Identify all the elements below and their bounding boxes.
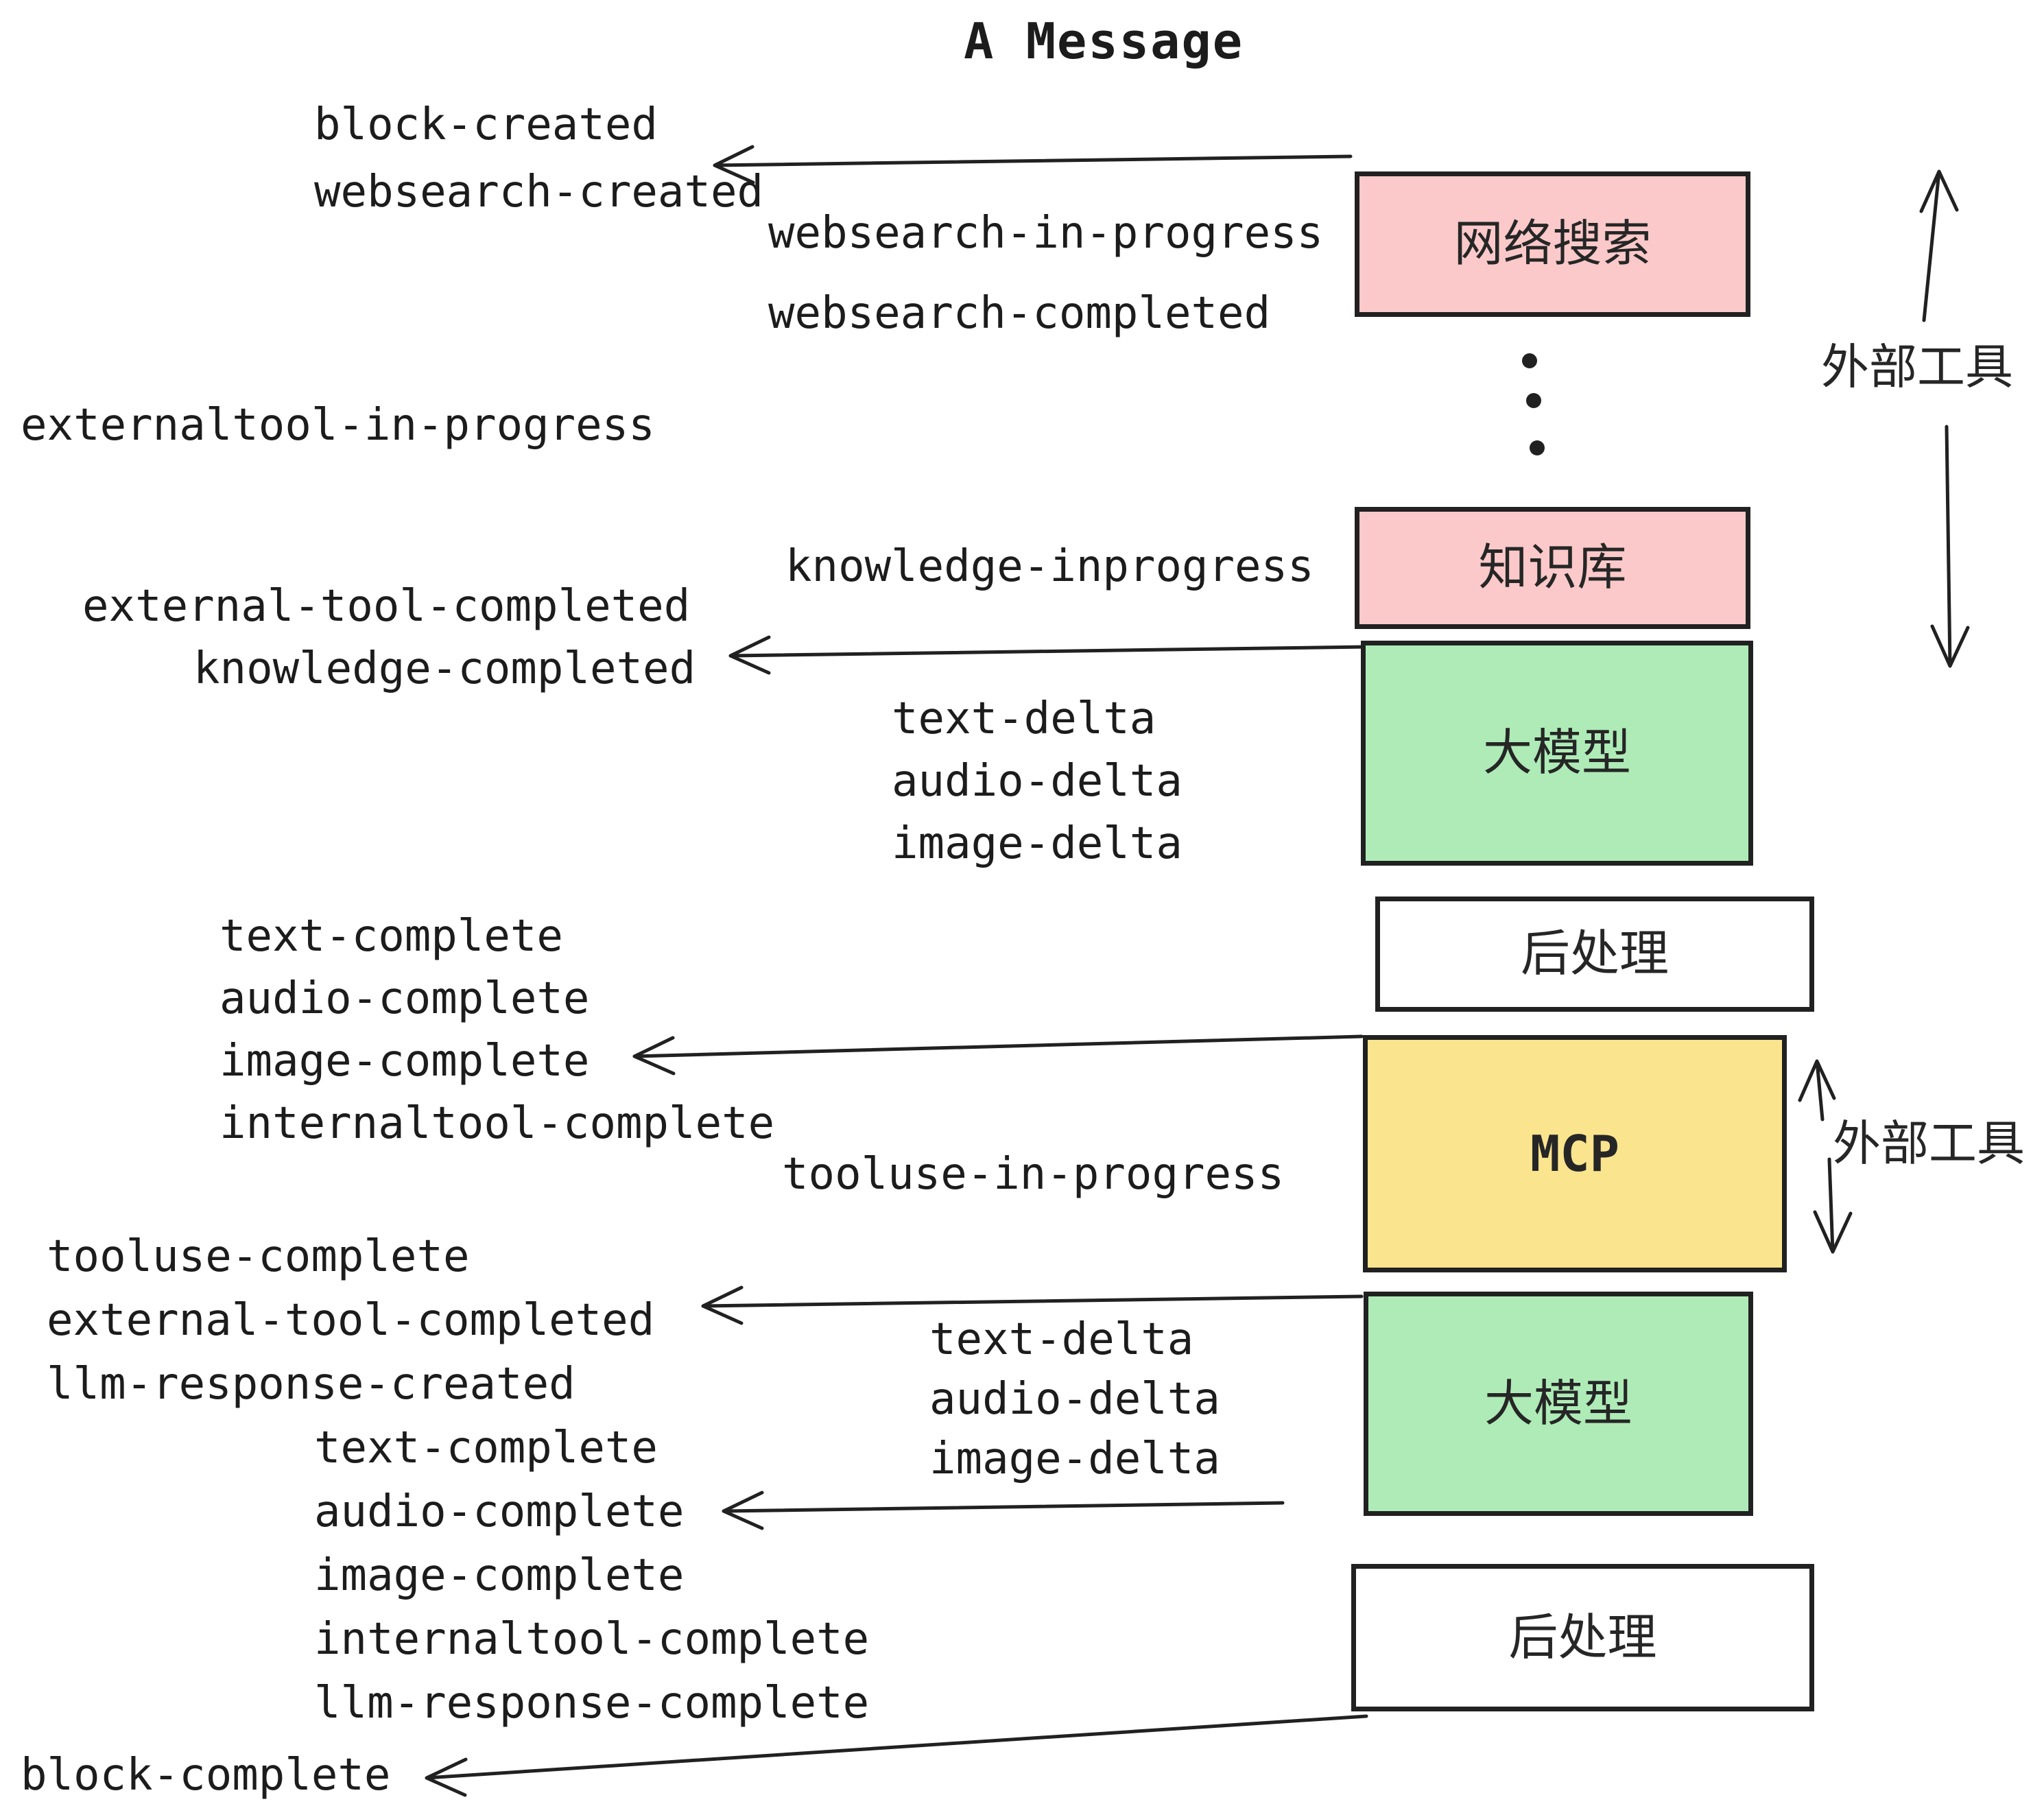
event-websearch-created: websearch-created	[314, 167, 764, 217]
box-mcp: MCP	[1363, 1035, 1787, 1272]
event-knowledge-completed: knowledge-completed	[193, 643, 696, 694]
event-audio-delta-2: audio-delta	[929, 1374, 1220, 1425]
event-text-delta-1: text-delta	[892, 693, 1156, 744]
arrow-tooluse-return	[701, 1285, 1364, 1325]
box-postprocess-1: 后处理	[1375, 897, 1814, 1012]
event-llm-response-created: llm-response-created	[47, 1359, 575, 1410]
box-llm-1: 大模型	[1361, 641, 1753, 866]
event-tooluse-in-progress: tooluse-in-progress	[782, 1149, 1285, 1200]
arrow-internaltool-return	[632, 1034, 1364, 1076]
event-internaltool-complete-2: internaltool-complete	[314, 1614, 870, 1665]
box-llm-1-label: 大模型	[1482, 726, 1631, 781]
box-llm-2: 大模型	[1364, 1292, 1753, 1516]
event-text-complete-2: text-complete	[314, 1423, 658, 1473]
external-tools-label-mcp: 外部工具	[1833, 1117, 2025, 1170]
event-websearch-in-progress: websearch-in-progress	[768, 208, 1324, 259]
mcp-external-down-arrow	[1813, 1157, 1853, 1254]
event-image-delta-1: image-delta	[892, 818, 1183, 869]
event-llm-response-complete: llm-response-complete	[314, 1678, 870, 1729]
external-tools-up-arrow	[1919, 169, 1959, 322]
arrow-websearch-return	[713, 145, 1353, 185]
event-image-delta-2: image-delta	[929, 1434, 1220, 1484]
arrow-block-complete	[425, 1714, 1368, 1797]
external-tools-down-arrow	[1930, 425, 1970, 668]
ellipsis-dots	[1522, 353, 1545, 455]
event-block-created: block-created	[314, 99, 658, 150]
event-block-complete: block-complete	[21, 1750, 391, 1801]
event-audio-delta-1: audio-delta	[892, 756, 1183, 807]
event-audio-complete-1: audio-complete	[219, 973, 590, 1024]
event-external-tool-completed-2: external-tool-completed	[47, 1295, 655, 1346]
event-image-complete-2: image-complete	[314, 1550, 685, 1601]
event-text-complete-1: text-complete	[219, 911, 563, 962]
event-external-tool-completed-1: external-tool-completed	[82, 581, 691, 632]
diagram-title: A Message	[964, 12, 1244, 70]
mcp-external-up-arrow	[1798, 1059, 1836, 1121]
box-knowledge-label: 知识库	[1478, 541, 1627, 595]
box-postprocess-2: 后处理	[1351, 1564, 1814, 1711]
event-image-complete-1: image-complete	[219, 1036, 590, 1087]
event-tooluse-complete: tooluse-complete	[47, 1231, 470, 1282]
event-internaltool-complete-1: internaltool-complete	[219, 1098, 775, 1149]
box-postprocess-2-label: 后处理	[1508, 1610, 1657, 1665]
external-tools-label-top: 外部工具	[1821, 340, 2013, 394]
box-llm-2-label: 大模型	[1484, 1376, 1632, 1432]
box-websearch-label: 网络搜索	[1453, 217, 1652, 272]
event-externaltool-in-progress: externaltool-in-progress	[21, 400, 655, 451]
event-websearch-completed: websearch-completed	[768, 288, 1271, 339]
arrow-knowledge-return	[728, 635, 1368, 675]
box-postprocess-1-label: 后处理	[1520, 927, 1669, 982]
box-knowledge: 知识库	[1355, 507, 1750, 629]
box-websearch: 网络搜索	[1355, 171, 1750, 317]
arrow-audio-return	[722, 1491, 1285, 1530]
event-audio-complete-2: audio-complete	[314, 1486, 685, 1537]
event-knowledge-inprogress: knowledge-inprogress	[785, 541, 1314, 592]
box-mcp-label: MCP	[1530, 1125, 1620, 1183]
event-text-delta-2: text-delta	[929, 1314, 1194, 1365]
